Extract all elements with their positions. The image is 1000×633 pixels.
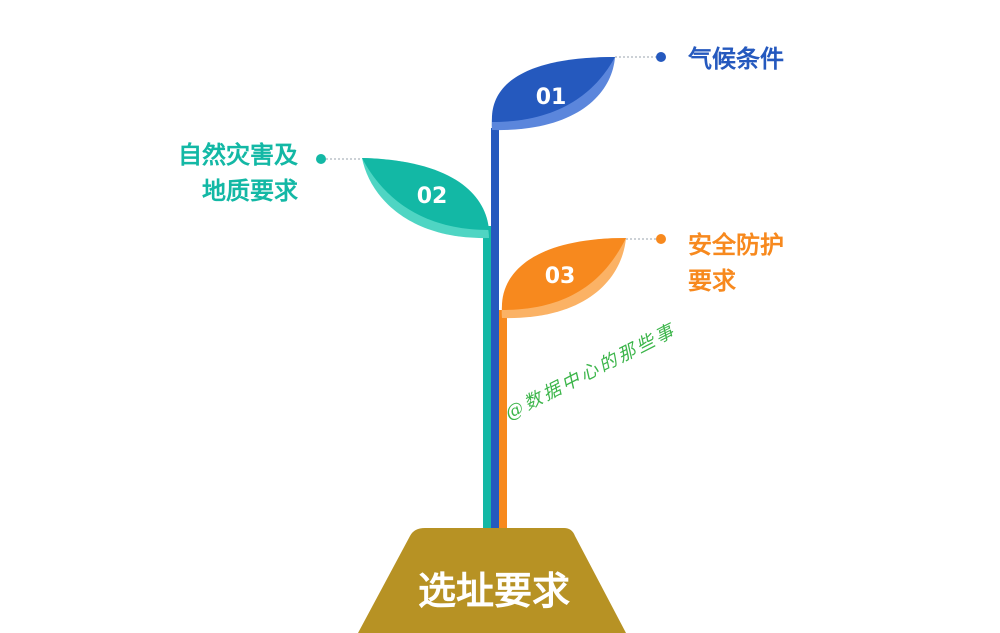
stem-teal [483, 226, 491, 536]
label-geology: 自然灾害及 地质要求 [150, 137, 298, 209]
label-02-line-2: 地质要求 [150, 173, 298, 209]
leader-dot-03 [656, 234, 666, 244]
leaf-03-number: 03 [545, 264, 576, 289]
stem-orange [499, 310, 507, 536]
label-03-line-2: 要求 [688, 263, 784, 299]
label-climate: 气候条件 [688, 41, 784, 77]
base-title: 选址要求 [360, 566, 628, 616]
leader-dot-01 [656, 52, 666, 62]
stem-blue [491, 128, 499, 536]
leaf-02-number: 02 [417, 184, 448, 209]
leaf-02: 02 [362, 158, 489, 238]
label-01-line-1: 气候条件 [688, 41, 784, 77]
leader-dot-02 [316, 154, 326, 164]
label-security: 安全防护 要求 [688, 227, 784, 299]
label-02-line-1: 自然灾害及 [150, 137, 298, 173]
leaf-03: 03 [502, 238, 626, 318]
label-03-line-1: 安全防护 [688, 227, 784, 263]
leaf-01-number: 01 [536, 85, 567, 110]
leaf-01: 01 [492, 57, 615, 130]
